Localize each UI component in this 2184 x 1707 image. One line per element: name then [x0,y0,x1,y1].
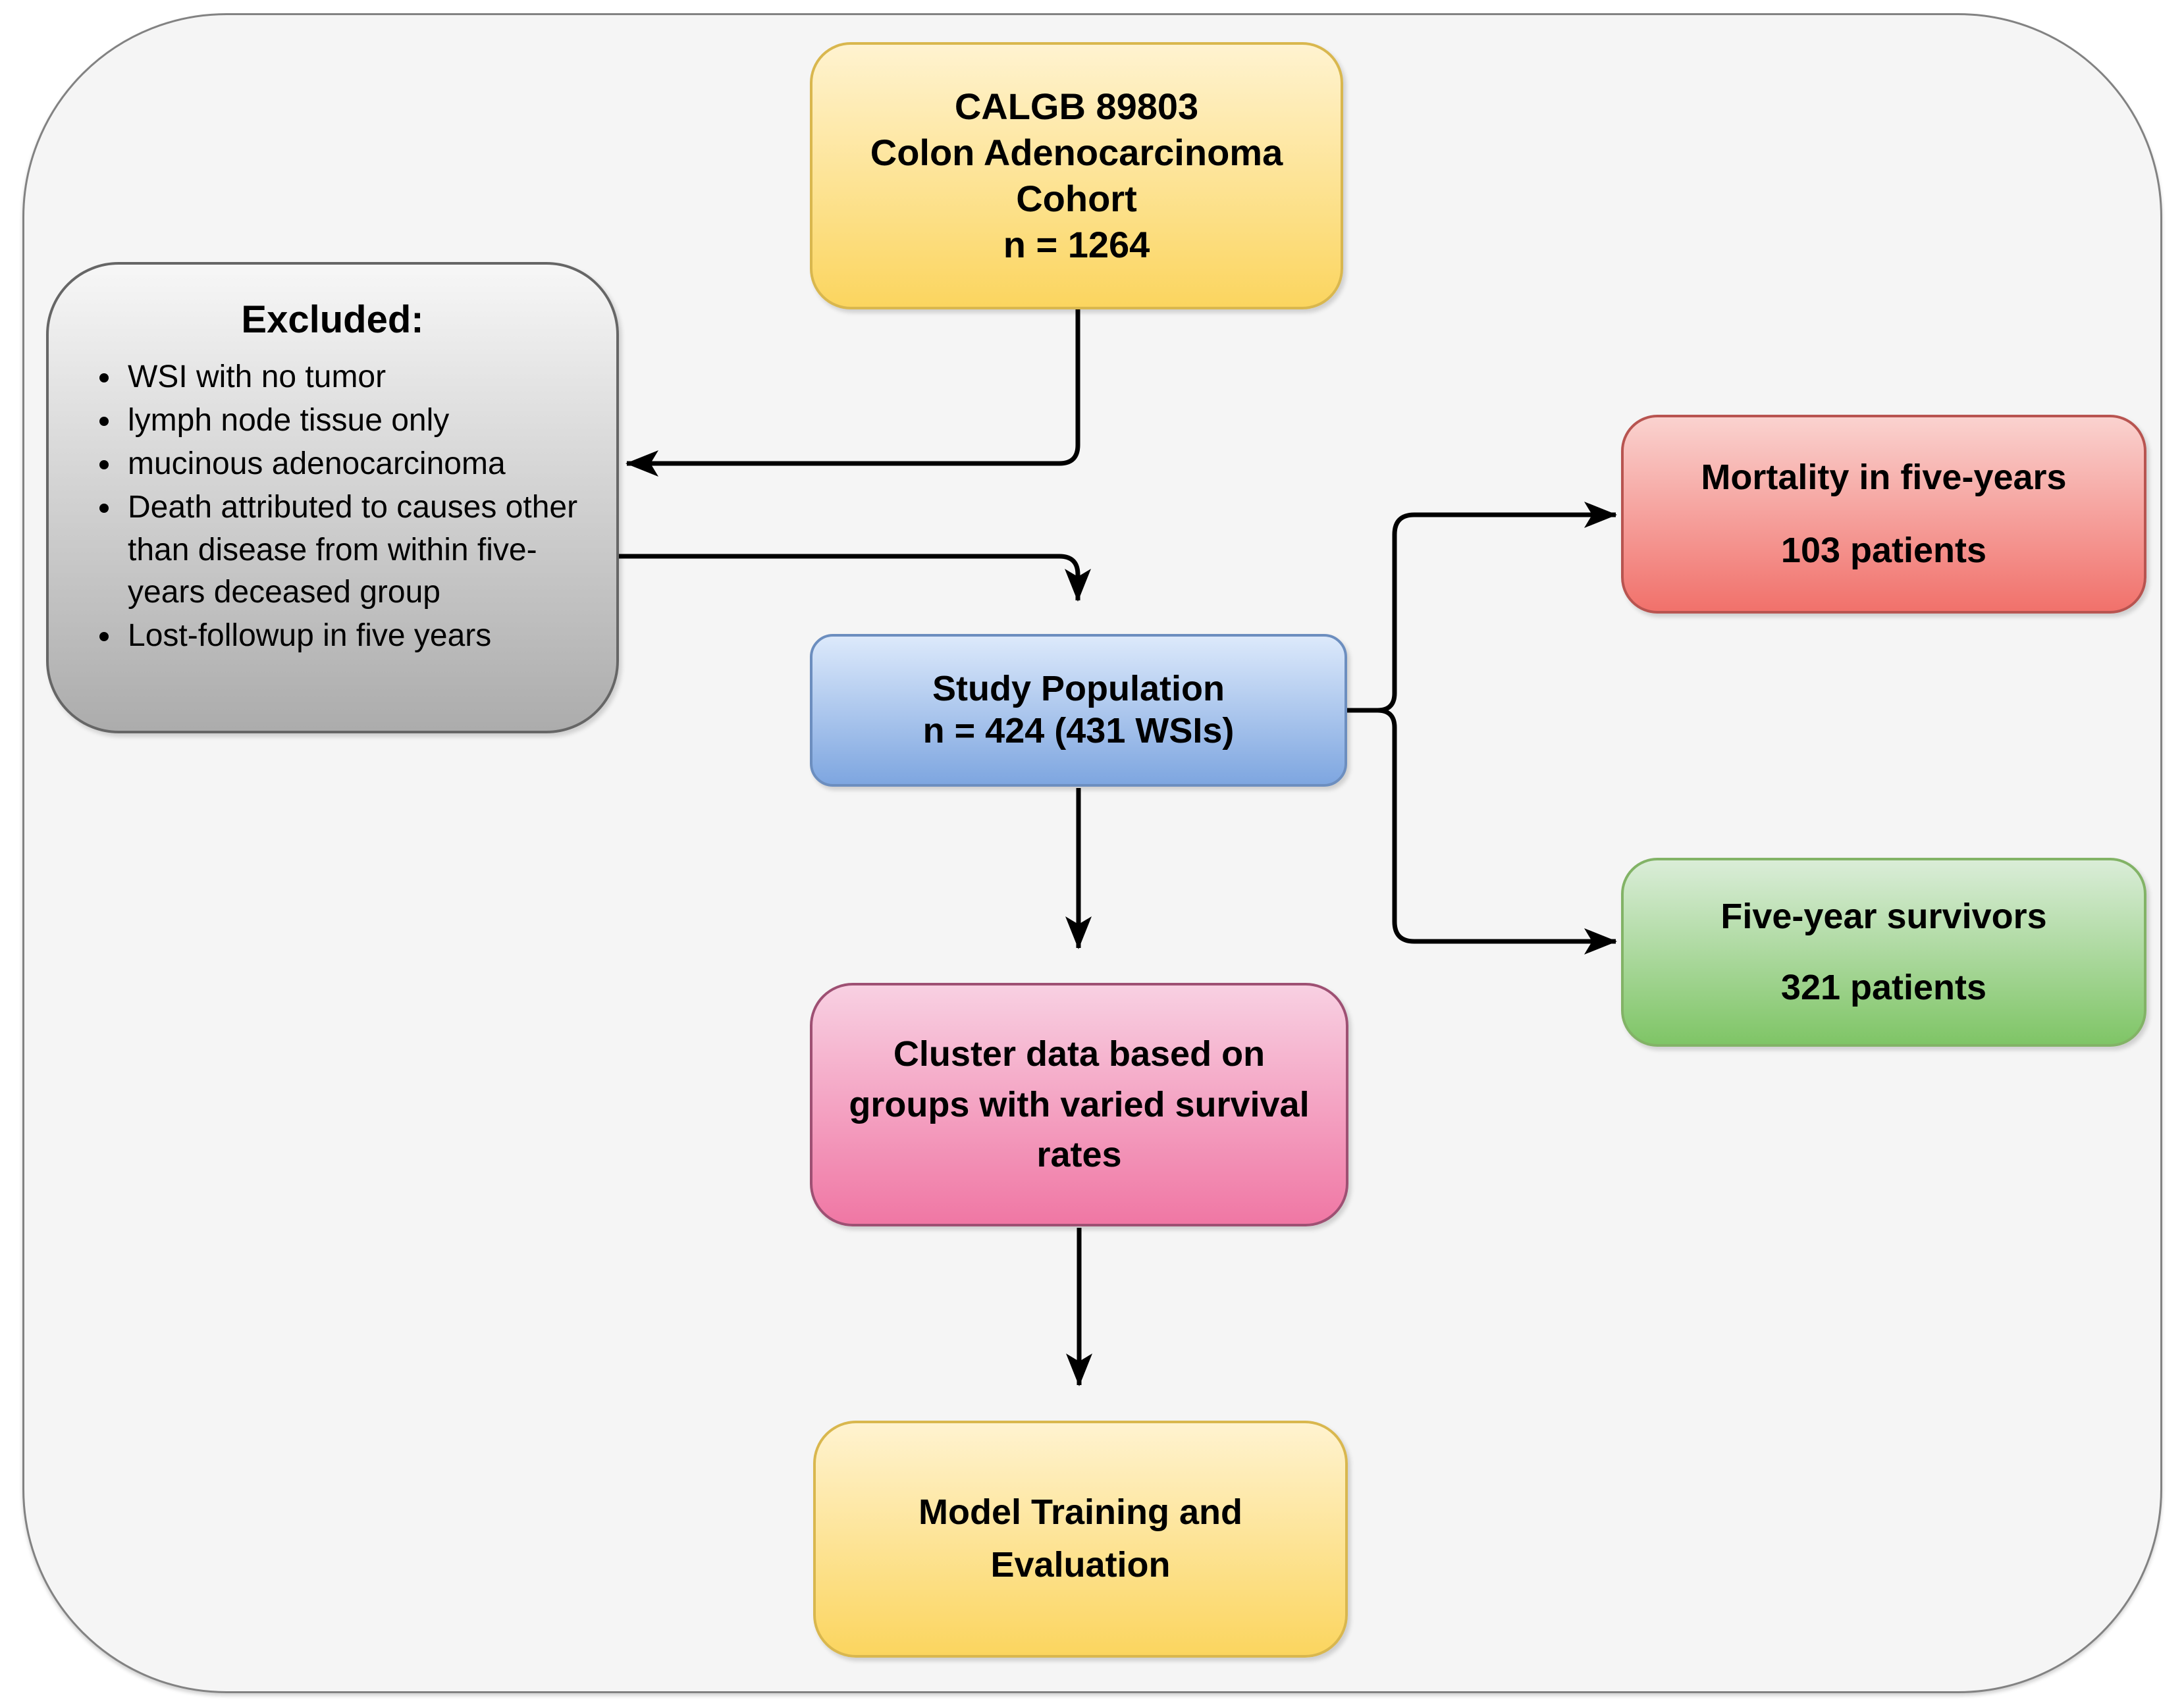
study-population-count: n = 424 (431 WSIs) [922,711,1235,750]
cohort-study-id: CALGB 89803 [954,86,1199,127]
excluded-bullet-list: WSI with no tumorlymph node tissue onlym… [75,356,603,659]
survivors-count: 321 patients [1780,967,1987,1007]
node-cluster: Cluster data based on groups with varied… [810,983,1348,1226]
excluded-bullet: mucinous adenocarcinoma [122,443,603,485]
excluded-bullet: Lost-followup in five years [122,615,603,657]
node-mortality: Mortality in five-years 103 patients [1621,415,2146,614]
cluster-text: Cluster data based on groups with varied… [849,1034,1310,1175]
cohort-name-line: Colon Adenocarcinoma [870,132,1283,173]
mortality-count: 103 patients [1780,530,1987,570]
cohort-name-line2: Cohort [1016,178,1137,219]
node-study-population: Study Population n = 424 (431 WSIs) [810,634,1347,787]
excluded-bullet: Death attributed to causes other than di… [122,486,603,614]
node-excluded: Excluded: WSI with no tumorlymph node ti… [46,262,619,733]
study-population-title: Study Population [932,669,1225,709]
survivors-title: Five-year survivors [1720,897,2047,936]
mortality-title: Mortality in five-years [1701,457,2067,497]
node-model-training: Model Training and Evaluation [813,1421,1348,1658]
excluded-title: Excluded: [241,298,424,341]
cohort-count: n = 1264 [1003,224,1150,265]
excluded-bullet: WSI with no tumor [122,356,603,398]
node-survivors: Five-year survivors 321 patients [1621,858,2146,1047]
model-training-text: Model Training and Evaluation [918,1492,1242,1585]
excluded-bullet: lymph node tissue only [122,400,603,442]
node-cohort: CALGB 89803 Colon Adenocarcinoma Cohort … [810,42,1343,309]
